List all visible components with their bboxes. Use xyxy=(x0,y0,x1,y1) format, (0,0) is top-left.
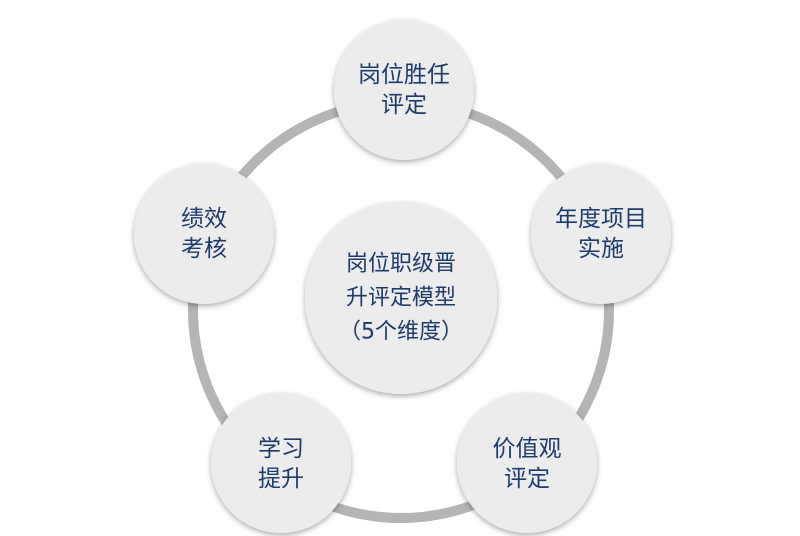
dimension-node-line-1: 价值观 xyxy=(493,436,562,462)
center-node: 岗位职级晋 升评定模型 （5个维度） xyxy=(305,202,497,394)
dimension-node-job-competency: 岗位胜任 评定 xyxy=(334,20,474,160)
dimension-node-line-2: 实施 xyxy=(578,236,624,262)
dimension-node-learning: 学习 提升 xyxy=(211,393,351,533)
dimension-node-circle xyxy=(457,393,597,533)
dimension-node-values: 价值观 评定 xyxy=(457,393,597,533)
dimension-node-annual-project: 年度项目 实施 xyxy=(531,164,671,304)
dimension-node-circle xyxy=(134,164,274,304)
dimension-node-line-1: 岗位胜任 xyxy=(358,62,450,88)
dimension-node-line-1: 绩效 xyxy=(181,206,227,232)
dimension-node-line-2: 考核 xyxy=(181,236,227,262)
dimension-node-line-1: 学习 xyxy=(258,436,304,462)
dimension-node-line-2: 评定 xyxy=(381,92,427,118)
dimension-node-line-2: 提升 xyxy=(258,466,304,492)
center-node-circle xyxy=(305,202,497,394)
center-node-line-3: （5个维度） xyxy=(339,320,463,345)
dimension-node-line-1: 年度项目 xyxy=(555,206,647,232)
dimension-node-circle xyxy=(531,164,671,304)
dimension-node-performance: 绩效 考核 xyxy=(134,164,274,304)
dimension-node-circle xyxy=(211,393,351,533)
dimension-node-circle xyxy=(334,20,474,160)
center-node-line-2: 升评定模型 xyxy=(346,286,456,311)
dimension-node-line-2: 评定 xyxy=(504,466,550,492)
center-node-line-1: 岗位职级晋 xyxy=(346,252,456,277)
